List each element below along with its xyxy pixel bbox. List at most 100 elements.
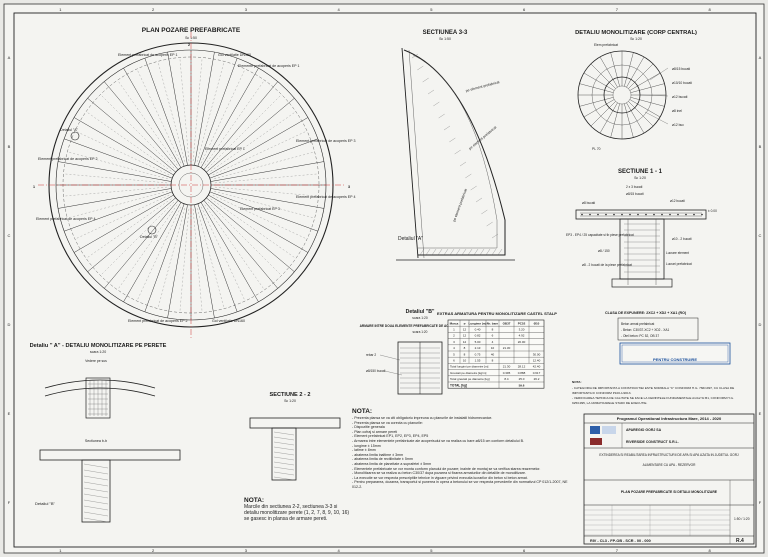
nota-right-title: NOTA: (572, 380, 582, 384)
s11-label-l6: ø8 / 150 (598, 249, 610, 253)
central-title: DETALIU MONOLITIZARE (CORP CENTRAL) (575, 30, 697, 36)
grid-col-top: 1 (59, 7, 62, 12)
table-footer-cell: 26.2 (534, 377, 540, 381)
nota-line: - Monolitizarea se va realiza cu beton C… (352, 471, 526, 476)
s11-label-l10: ø8 - 2 bucati de la piese prefabricat (582, 263, 632, 267)
grid-row-right: F (759, 500, 762, 505)
table-cell: 0.75 (475, 352, 481, 356)
grid-row-right: A (759, 55, 762, 60)
central-plan (577, 50, 669, 140)
table-cell: 2 (453, 334, 455, 338)
table-cell: 4 (492, 340, 494, 344)
nota-line: - Prezenta plansa se va corecta cu planu… (352, 420, 423, 425)
s11-label-l9: Lucrari prefabricat (666, 262, 692, 266)
section33-title: SECTIUNEA 3-3 (423, 30, 468, 36)
s11-label-l5: EP3 - EP4 / 25 capacitate si tb piese pr… (566, 233, 634, 237)
table-footer-cell: 28.12 (518, 365, 526, 369)
det-b-header: ARMARE INTRE DOUA ELEMENTE PREFABRICATE … (360, 324, 481, 328)
label-ep-right-mid: Element prefabricat EP 3 (240, 207, 280, 211)
table-cell: 30.00 (533, 352, 541, 356)
tb-program: Programul Operational Infrastructura Mar… (617, 416, 722, 421)
section-bb-hatch (83, 463, 109, 523)
table-cell: 1 (453, 328, 455, 332)
s22-hatch (273, 431, 295, 481)
grid-col-top: 8 (709, 7, 712, 12)
section-bb-title: Sectiunea b-b (85, 439, 107, 443)
stamp: PENTRU CONSTRUIRE (619, 342, 731, 365)
label-ep4-right: Element prefabricat de acoperis EP 4 (296, 195, 355, 199)
beton-l3: - Otel beton: PC 52, OB 37 (621, 334, 659, 338)
nota-line: - abaterea limita de planeitate a supraf… (352, 461, 432, 466)
table-cell: 0.82 (475, 334, 481, 338)
s11-label-l8: Lucrare element (666, 251, 689, 255)
table-cell: 5.00 (475, 340, 481, 344)
central-scale: Sc 1:20 (630, 37, 642, 41)
nota-line: - Prezenta plansa se va citi obligatoriu… (352, 416, 493, 420)
table-grand-value: 59.6 (519, 383, 525, 387)
beton-box: CLASA DE EXPUNERE: 2XC2 + XD2 + XA1 (RO)… (605, 311, 699, 341)
table-cell: 20.00 (518, 340, 526, 344)
detail-a-marker (70, 131, 80, 141)
tb-scale: 1:50 / 1:20 (734, 517, 750, 521)
table-cell: 12 (463, 328, 467, 332)
s11-scale: Sc 1:20 (634, 176, 646, 180)
table-cell: 12 (463, 340, 467, 344)
table-header-cell: Lungime (m) (469, 321, 487, 325)
cut-marker-1: 1 (33, 185, 35, 189)
det-b-scale: scara 1:20 (412, 316, 428, 320)
nota-line: - abaterea limita de rectilinitate ± 5mm (352, 457, 413, 462)
plan-labels: Element prefabricat de acoperis EP 1 Gol… (33, 43, 355, 323)
label-ep-bottom: Element prefabricat de acoperis EP 2 (128, 319, 187, 323)
proiectant-logo (590, 438, 602, 445)
nota-line: - Plan cofraj si armare pereti (352, 429, 398, 434)
section-bb-drawing (39, 449, 181, 523)
table-cell: 0.40 (475, 328, 481, 332)
grid-row-left: D (8, 322, 11, 327)
table-footer-label: Greutati pe diametre [kg/m] (450, 371, 487, 375)
table-cell: 12.40 (533, 359, 541, 363)
grid-col-top: 7 (616, 7, 619, 12)
s11-label-l2: ø8/15 bucati (626, 192, 644, 196)
central-label-r4: ø8 inel (672, 109, 682, 113)
grid-row-right: D (759, 322, 762, 327)
label-gol-bottom: Gol ventilatie DN160 (212, 319, 245, 323)
detail-b-marker (147, 225, 157, 235)
grid-row-left: E (8, 411, 11, 416)
grid-row-left: C (8, 233, 11, 238)
det-b-rebars (379, 347, 440, 389)
table-header-cell: OB37 (503, 321, 511, 325)
det-b-small-label: Detaliul "B" (35, 501, 56, 506)
table-cell: 6 (492, 334, 494, 338)
table-cell: 21.30 (503, 346, 511, 350)
nota-line: - Elementele prefabricate se vor monta c… (352, 466, 541, 471)
tb-project: EXTINDEREA SI REABILITAREA INFRASTRUCTUR… (599, 453, 739, 457)
prefab-element-joints (56, 50, 326, 320)
label-ep4-left: Element prefabricat de acoperis EP 4 (36, 217, 95, 221)
table-cell: 8 (492, 359, 494, 363)
stamp-label: PENTRU CONSTRUIRE (653, 357, 697, 362)
table-footer-cell: 0.888 (518, 371, 526, 375)
table-footer-label: Total greutati pe diametre [kg] (450, 377, 490, 381)
central-label-r3: ø12 bucati (672, 95, 688, 99)
table-grand-label: TOTAL [kg] (450, 383, 467, 387)
grid-col-top: 3 (245, 7, 248, 12)
plan-circle (38, 32, 345, 338)
table-cell: 4 (453, 346, 455, 350)
table-cell: 8 (464, 352, 466, 356)
grid-row-left: F (8, 500, 11, 505)
grid-col-top: 2 (152, 7, 155, 12)
cut-marker-2: 2 (188, 43, 190, 47)
tb-proiectant: RIVERSIDE CONSTRUCT S.R.L. (626, 440, 679, 444)
grid-col-bottom: 8 (709, 548, 712, 553)
grid-col-top: 4 (338, 7, 341, 12)
beton-l2: - Beton: C30/37-XC2 + XD2 - XA1 (621, 328, 670, 332)
label-gol-top: Gol ventilatie DN160 (218, 53, 251, 57)
paper-frame (3, 3, 765, 554)
nota-right-l2: IMPORTANTA III CONFORM P100-1/2013. (572, 391, 631, 395)
det-a-scale: scara 1:20 (90, 350, 106, 354)
tb-sheet-title: PLAN POZARE PREFABRICATE SI DETALII MONO… (621, 490, 718, 494)
nota-main-lines: - Prezenta plansa se va citi obligatoriu… (352, 416, 574, 490)
label-ep2-left: Element prefabricat de acoperis EP 2 (38, 157, 97, 161)
nota-left-title: NOTA: (244, 497, 265, 504)
label-ep1-center: Element prefabricat EP 1 (205, 147, 245, 151)
